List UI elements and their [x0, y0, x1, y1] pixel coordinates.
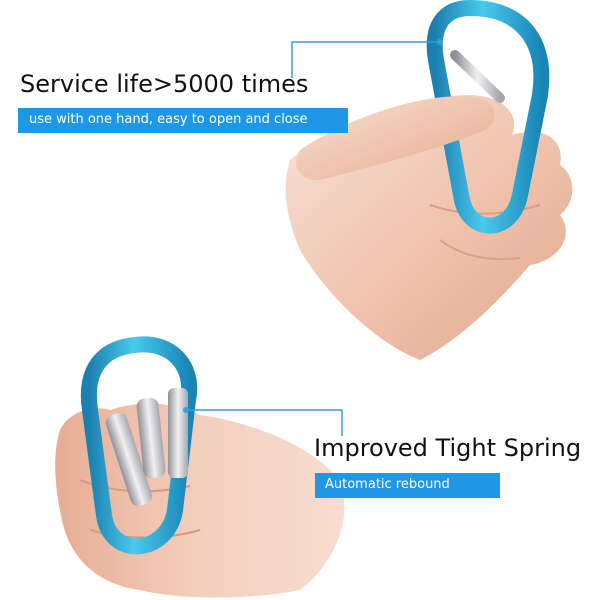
tight-spring-title: Improved Tight Spring [314, 434, 582, 462]
automatic-rebound-banner: Automatic rebound [315, 473, 500, 498]
top-leader-line [291, 41, 440, 78]
top-thumb [296, 96, 495, 181]
bottom-carabiner [80, 336, 198, 555]
bottom-leader-dot [183, 407, 189, 413]
bottom-leader-line [186, 409, 343, 436]
one-hand-banner: use with one hand, easy to open and clos… [18, 108, 348, 133]
top-leader-dot [437, 39, 443, 45]
top-carabiner [426, 0, 550, 234]
service-life-title: Service life>5000 times [20, 70, 309, 98]
